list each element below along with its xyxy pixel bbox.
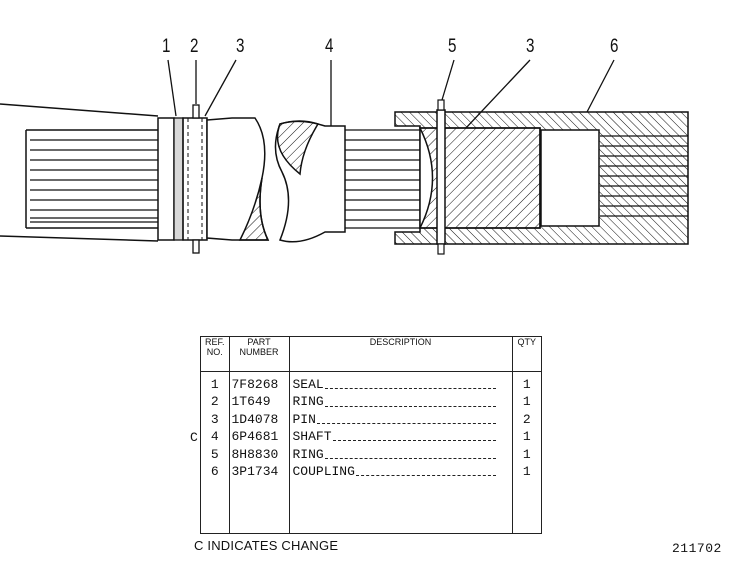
pin-part-top — [192, 104, 200, 119]
shaft-part — [274, 120, 420, 243]
part-number-column: 7F8268 1T649 1D4078 6P4681 8H8830 3P1734 — [229, 371, 290, 533]
drawing-number: 211702 — [672, 541, 722, 556]
parts-list-table: REF. NO. PART NUMBER DESCRIPTION QTY 1 2… — [200, 336, 542, 534]
part-number-cell: 1T649 — [231, 394, 271, 410]
callout-leaders — [167, 59, 615, 129]
ring-part — [182, 117, 208, 241]
description-cell: PIN — [292, 411, 316, 427]
coupling-part — [394, 111, 689, 245]
description-cell: RING — [292, 446, 324, 462]
header-ref-no: REF. NO. — [201, 337, 230, 372]
qty-cell: 1 — [522, 377, 531, 392]
left-spline-shaft — [0, 103, 175, 242]
qty-cell: 2 — [522, 411, 531, 427]
description-row: SEAL — [293, 376, 512, 393]
callout-label: 1 — [162, 36, 171, 57]
description-row: RING — [293, 446, 512, 463]
qty-cell: 1 — [522, 464, 531, 480]
leader-dashes — [355, 467, 496, 477]
change-indicator: C — [190, 430, 198, 445]
qty-cell: 1 — [522, 429, 531, 445]
ref-cell: 4 — [210, 429, 219, 445]
callout-label: 5 — [448, 36, 457, 57]
header-part-number: PART NUMBER — [229, 337, 290, 372]
description-column: SEAL RING PIN SHAFT RING COUPLING — [289, 371, 513, 533]
description-row: SHAFT — [293, 428, 512, 445]
callout-label: 4 — [325, 36, 334, 57]
ref-cell: 5 — [210, 446, 219, 462]
description-cell: COUPLING — [292, 463, 355, 479]
part-number-cell: 7F8268 — [231, 377, 279, 392]
ref-cell: 3 — [210, 411, 219, 427]
leader-dashes — [332, 432, 496, 442]
description-row: PIN — [293, 411, 512, 428]
shaft-section-left — [206, 117, 270, 241]
leader-dashes — [324, 380, 496, 390]
header-qty: QTY — [512, 337, 541, 372]
description-row: RING — [293, 393, 512, 410]
part-number-cell: 6P4681 — [231, 429, 279, 445]
ref-column: 1 2 3 4 5 6 — [201, 371, 230, 533]
part-number-cell: 8H8830 — [231, 446, 279, 462]
pin-part-bottom — [192, 239, 200, 254]
seal-part — [173, 117, 184, 241]
callout-label: 3 — [526, 36, 535, 57]
description-row: COUPLING — [293, 463, 512, 480]
leader-dashes — [316, 415, 496, 424]
leader-dashes — [324, 450, 496, 459]
ref-cell: 1 — [210, 377, 219, 392]
leader-dashes — [324, 398, 496, 407]
callout-label: 2 — [190, 36, 199, 57]
description-cell: SEAL — [292, 377, 324, 392]
qty-column: 1 1 2 1 1 1 — [512, 372, 541, 534]
ref-cell: 6 — [210, 464, 219, 480]
callout-label: 3 — [236, 36, 245, 57]
qty-cell: 1 — [522, 394, 531, 410]
part-number-cell: 1D4078 — [231, 411, 279, 427]
callout-label: 6 — [610, 36, 619, 57]
part-number-cell: 3P1734 — [231, 464, 279, 480]
change-legend: C INDICATES CHANGE — [194, 538, 339, 553]
qty-cell: 1 — [522, 446, 531, 462]
ref-cell: 2 — [210, 394, 219, 410]
exploded-shaft-drawing — [0, 59, 689, 255]
header-description: DESCRIPTION — [289, 337, 513, 372]
snap-ring-part — [436, 109, 446, 245]
description-cell: RING — [292, 394, 324, 410]
description-cell: SHAFT — [292, 429, 332, 445]
